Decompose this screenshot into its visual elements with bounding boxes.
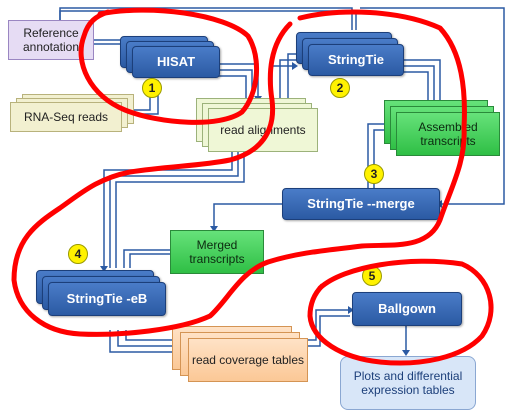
read-coverage-tables-label: read coverage tables bbox=[191, 352, 305, 367]
stringtie-red-loop bbox=[11, 9, 467, 337]
rna-seq-reads-label: RNA-Seq reads bbox=[23, 109, 109, 124]
read-alignments-label: read alignments bbox=[220, 122, 306, 137]
stringtie-merge-label: StringTie --merge bbox=[307, 196, 415, 212]
reference-annotation-label: Reference annotation bbox=[22, 25, 80, 54]
plots-tables-label: Plots and differential expression tables bbox=[353, 368, 463, 397]
ballgown-box: Ballgown bbox=[352, 292, 462, 326]
merged-transcripts-label: Merged transcripts bbox=[189, 237, 245, 266]
step-badge-2: 2 bbox=[330, 78, 350, 98]
step-badge-1-label: 1 bbox=[148, 81, 156, 95]
stringtie-merge-box: StringTie --merge bbox=[282, 188, 440, 220]
step-badge-1: 1 bbox=[142, 78, 162, 98]
step-badge-3-label: 3 bbox=[370, 167, 378, 181]
read-alignments-box: read alignments bbox=[208, 108, 318, 152]
stringtie-eb-box: StringTie -eB bbox=[48, 282, 166, 316]
step-badge-4: 4 bbox=[68, 244, 88, 264]
merged-transcripts-box: Merged transcripts bbox=[170, 230, 264, 274]
step-badge-4-label: 4 bbox=[74, 247, 82, 261]
rna-seq-reads-box: RNA-Seq reads bbox=[10, 102, 122, 132]
stringtie-box: StringTie bbox=[308, 44, 404, 76]
hisat-red-loop bbox=[78, 7, 260, 125]
reference-annotation-box: Reference annotation bbox=[8, 20, 94, 60]
step-badge-2-label: 2 bbox=[336, 81, 344, 95]
ballgown-label: Ballgown bbox=[378, 301, 436, 317]
stringtie-eb-label: StringTie -eB bbox=[66, 291, 148, 307]
step-badge-3: 3 bbox=[364, 164, 384, 184]
ballgown-red-loop bbox=[307, 258, 494, 366]
read-coverage-tables-box: read coverage tables bbox=[188, 338, 308, 382]
hisat-label: HISAT bbox=[156, 54, 196, 70]
step-badge-5-label: 5 bbox=[368, 269, 376, 283]
stringtie-label: StringTie bbox=[327, 52, 385, 68]
hisat-box: HISAT bbox=[132, 46, 220, 78]
